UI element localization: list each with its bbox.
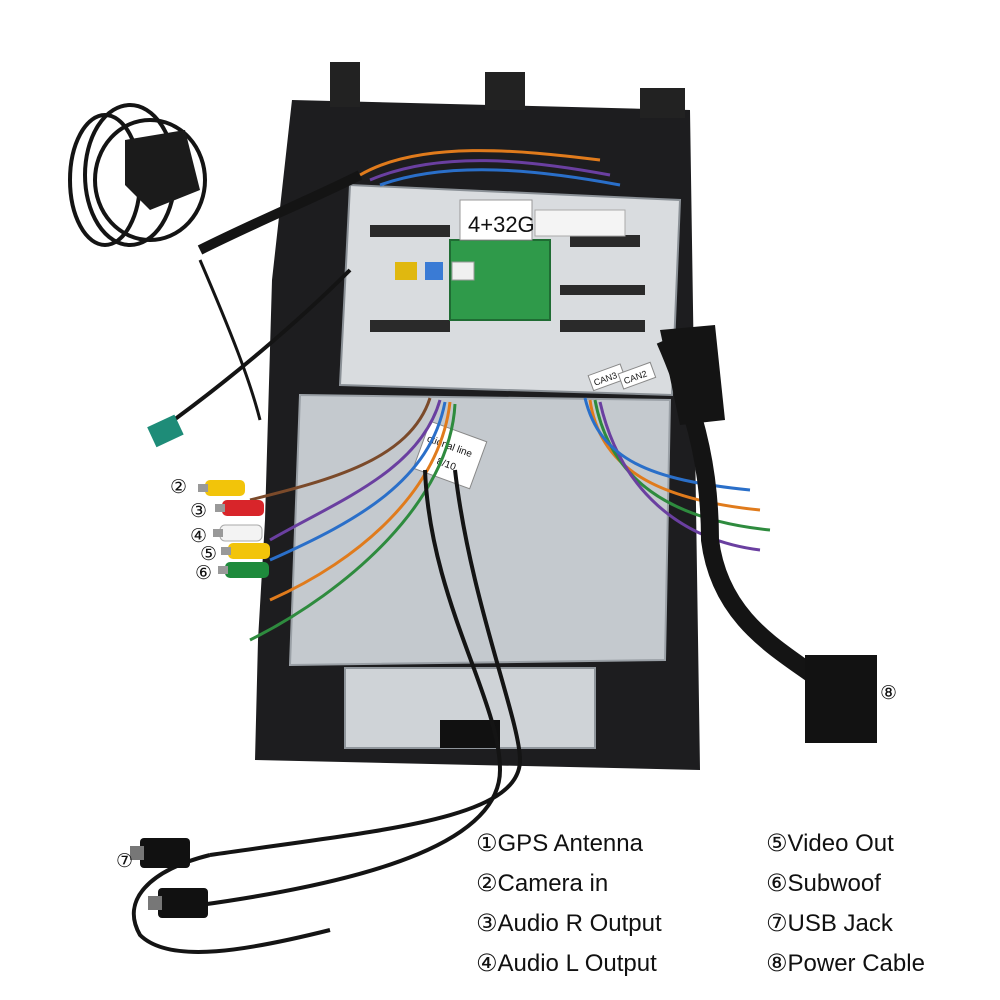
vent-slots <box>370 225 645 332</box>
callout-8: ⑧ <box>880 682 898 704</box>
legend-gps-antenna: ①GPS Antenna <box>476 830 643 857</box>
callout-6: ⑥ <box>195 562 213 584</box>
metal-back-plate <box>288 393 672 667</box>
legend-power-cable: ⑧Power Cable <box>766 950 925 977</box>
legend-audio-l: ④Audio L Output <box>476 950 657 977</box>
wiring-bundle-left <box>249 397 457 642</box>
callout-3: ③ <box>190 500 208 522</box>
callout-4: ④ <box>190 525 208 547</box>
legend-usb-jack: ⑦USB Jack <box>766 910 893 937</box>
rca-audio-r <box>215 500 264 516</box>
rca-audio-l <box>213 524 263 542</box>
rca-video-out <box>221 543 270 559</box>
blue-connector <box>425 262 443 280</box>
barcode-sticker <box>534 209 626 237</box>
memory-label: 4+32G <box>468 212 535 237</box>
callout-5: ⑤ <box>200 543 218 565</box>
usb-jack-1 <box>130 838 190 868</box>
gps-antenna <box>68 103 363 448</box>
power-cable <box>656 325 877 743</box>
legend-subwoofer: ⑥Subwoof <box>766 870 881 897</box>
legend-audio-r: ③Audio R Output <box>476 910 662 937</box>
legend-video-out: ⑤Video Out <box>766 830 894 857</box>
usb-jack-2 <box>148 888 208 918</box>
lower-connector <box>440 720 500 748</box>
callout-2: ② <box>170 476 188 498</box>
wiring-top <box>359 149 621 187</box>
white-connector <box>451 261 475 281</box>
callout-7: ⑦ <box>116 850 134 872</box>
legend-camera-in: ②Camera in <box>476 870 609 897</box>
usb-cables <box>131 469 523 954</box>
mounting-tab <box>640 88 685 118</box>
mounting-tab <box>330 62 360 107</box>
rca-camera-in <box>198 480 245 496</box>
rca-subwoofer <box>218 562 269 578</box>
yellow-connector <box>395 262 417 280</box>
mounting-tab <box>485 72 525 110</box>
memory-label-bg <box>459 199 533 241</box>
can-tags: CAN3 CAN2 <box>587 361 657 392</box>
